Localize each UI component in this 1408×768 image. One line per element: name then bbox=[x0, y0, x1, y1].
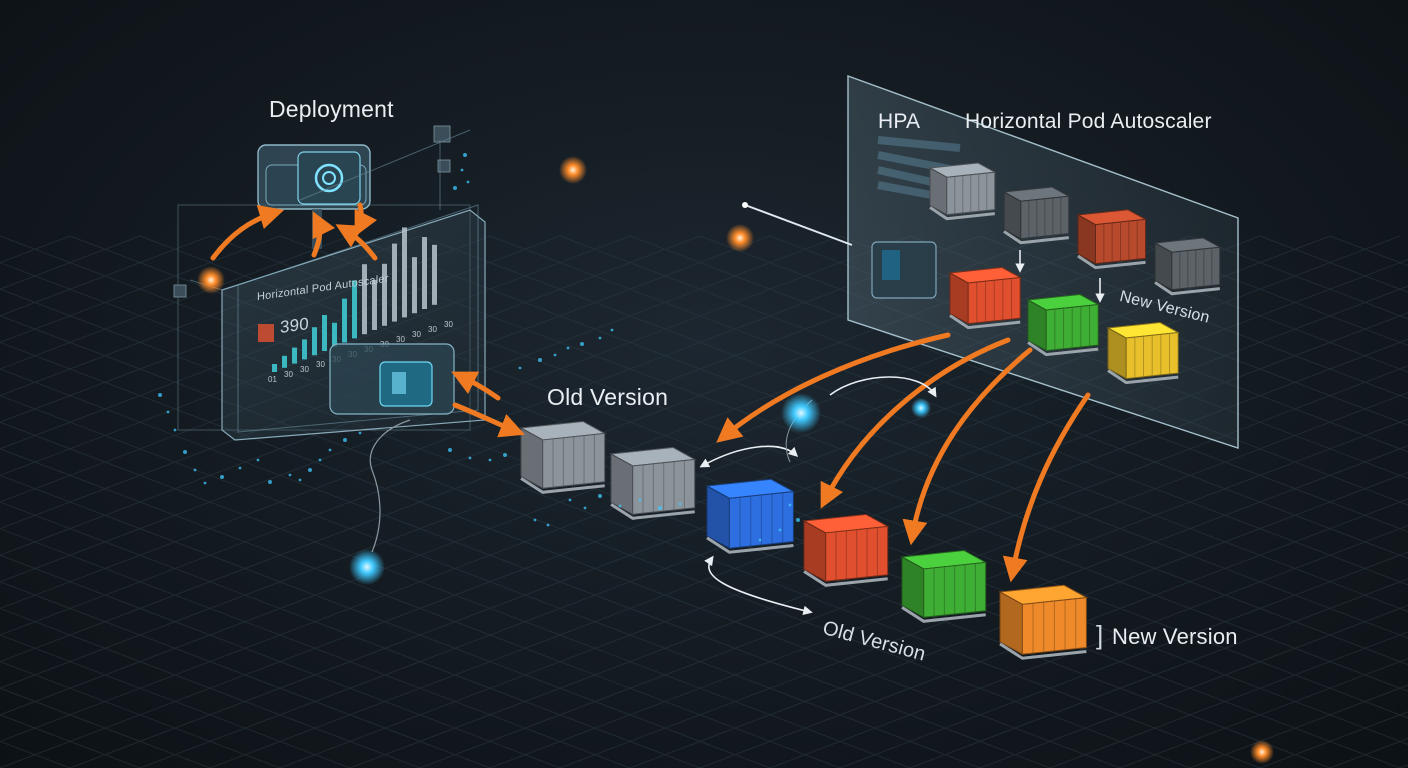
pods-layer bbox=[519, 162, 1222, 660]
hpa-pod-red-4 bbox=[948, 267, 1022, 330]
pod-red-3 bbox=[802, 513, 890, 587]
new-version-label-bottom: New Version bbox=[1112, 624, 1238, 649]
panel-bar-14 bbox=[412, 257, 417, 314]
orange-arrow-9 bbox=[335, 224, 378, 261]
orange-arrow-6 bbox=[451, 371, 501, 401]
panel-bar-7 bbox=[342, 298, 347, 343]
panel-tick-label-3: 30 bbox=[316, 360, 325, 369]
panel-bar-10 bbox=[372, 280, 377, 330]
panel-tick-label-9: 30 bbox=[412, 330, 421, 339]
hpa-pod-green-5 bbox=[1026, 294, 1100, 357]
hpa-pod-dark_grey-1 bbox=[1002, 186, 1071, 245]
pod-grey-0 bbox=[519, 420, 607, 494]
panel-bar-8 bbox=[352, 280, 357, 339]
panel-bar-3 bbox=[302, 339, 307, 360]
particle-dots bbox=[158, 153, 800, 542]
cable-line bbox=[369, 419, 411, 553]
hpa-full-label: Horizontal Pod Autoscaler bbox=[965, 110, 1212, 133]
panel-bar-12 bbox=[392, 243, 397, 322]
deployment-label: Deployment bbox=[269, 96, 394, 122]
panel-badge-icon bbox=[258, 324, 274, 342]
panel-bar-13 bbox=[402, 227, 407, 318]
white-arrow-2 bbox=[699, 445, 799, 468]
orange-arrow-4 bbox=[1002, 392, 1091, 583]
panel-tick-label-8: 30 bbox=[396, 335, 405, 344]
orange-arrow-5 bbox=[452, 402, 525, 438]
orange-arrow-2 bbox=[820, 337, 1011, 509]
panel-value: 390 bbox=[280, 313, 309, 338]
panel-bar-2 bbox=[292, 347, 297, 364]
orange-arrows bbox=[210, 202, 1091, 583]
pod-grey-1 bbox=[609, 446, 697, 520]
panel-device bbox=[329, 343, 455, 415]
orange-arrow-3 bbox=[902, 347, 1033, 546]
panel-bar-6 bbox=[332, 322, 337, 347]
panel-tick-label-1: 30 bbox=[284, 370, 293, 379]
small-cubes bbox=[173, 125, 451, 298]
pod-orange-5 bbox=[998, 584, 1089, 660]
hpa-pod-rust-2 bbox=[1076, 209, 1148, 270]
panel-bar-4 bbox=[312, 327, 317, 356]
hpa-pod-dark_grey-3 bbox=[1153, 237, 1222, 296]
panel-tick-label-0: 01 bbox=[268, 375, 277, 384]
pod-green-4 bbox=[900, 549, 988, 623]
panel-bar-11 bbox=[382, 263, 387, 326]
hpa-short-label: HPA bbox=[878, 110, 921, 133]
glow-lights bbox=[197, 156, 1274, 764]
panel-tick-label-10: 30 bbox=[428, 325, 437, 334]
panel-bar-1 bbox=[282, 355, 287, 368]
orange-arrow-1 bbox=[716, 332, 951, 443]
panel-tick-label-11: 30 bbox=[444, 320, 453, 329]
new-version-bracket: ] bbox=[1096, 620, 1104, 650]
pod-blue-2 bbox=[705, 478, 796, 554]
white-arrow-3 bbox=[704, 555, 813, 616]
panel-bar-15 bbox=[422, 237, 427, 309]
orange-arrow-10 bbox=[354, 202, 378, 237]
panel-tick-label-2: 30 bbox=[300, 365, 309, 374]
orange-arrow-8 bbox=[311, 211, 336, 258]
deployment-panel-group: 013030303030303030303030 bbox=[173, 125, 486, 441]
panel-bar-9 bbox=[362, 264, 367, 335]
panel-bar-5 bbox=[322, 315, 327, 351]
hpa-pod-yellow-6 bbox=[1106, 322, 1180, 385]
old-version-label-top: Old Version bbox=[547, 384, 669, 410]
orange-arrow-7 bbox=[210, 204, 285, 261]
hpa-panel-device bbox=[871, 241, 937, 299]
hpa-pod-grey-0 bbox=[928, 162, 997, 221]
panel-bar-0 bbox=[272, 364, 277, 372]
white-arrow-1 bbox=[829, 376, 937, 398]
panel-bar-16 bbox=[432, 244, 437, 305]
